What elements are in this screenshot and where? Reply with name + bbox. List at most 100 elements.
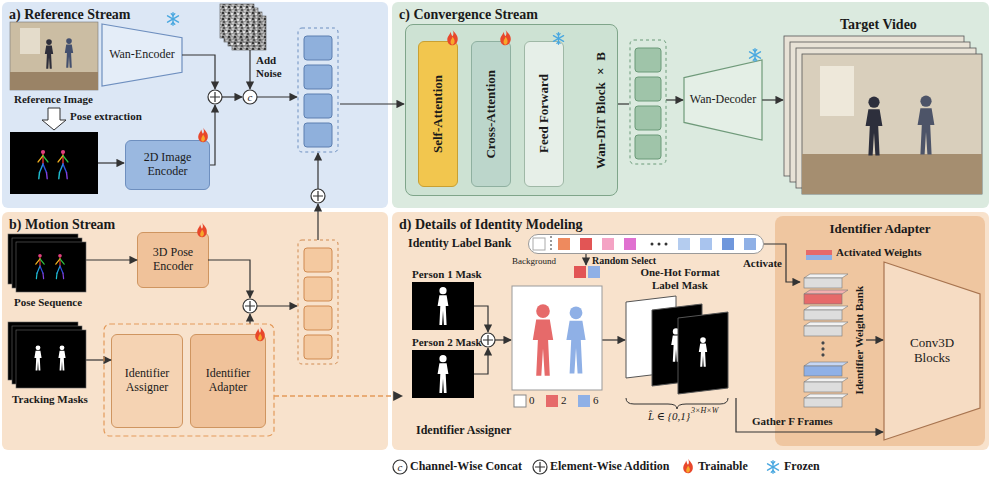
layer-pillar: Feed Forward (524, 41, 564, 187)
encoder-trapezoid-outline (102, 24, 182, 86)
addition-symbol-part (245, 301, 255, 311)
weight-bank-stack-part (804, 366, 842, 376)
status-icons-part (500, 30, 510, 46)
weight-bank-stack-part (804, 394, 848, 398)
label-bank-squares-part (678, 238, 690, 250)
flow-lines-part (585, 254, 586, 265)
label-bank-squares-part (558, 238, 570, 250)
hollow-arrow (42, 108, 66, 130)
node-text: 2D Image Encoder (130, 151, 205, 179)
conv-trapezoid: Conv3D Blocks (884, 262, 980, 440)
weight-bank-stack-part (804, 382, 842, 392)
status-icons-part (255, 327, 265, 341)
weight-bank-stack-part (804, 310, 842, 320)
weight-bank-stack (804, 274, 848, 407)
weights-caption: Activated Weights (836, 246, 922, 259)
pose-sequence (8, 234, 86, 292)
layer-pillar: Self-Attention (418, 41, 458, 187)
tracking-masks-part (58, 345, 65, 370)
target-video-part (866, 97, 883, 156)
one-hot-sheets (626, 296, 728, 409)
one-hot-sheets-part (699, 337, 707, 366)
label-mask-part (546, 395, 558, 407)
flow-lines-part (182, 55, 215, 89)
flow-lines-part (495, 339, 511, 340)
process-box: 2D Image Encoder (125, 140, 210, 190)
target-video-part (802, 54, 982, 194)
flow-lines-part (317, 204, 318, 240)
section-caption: Identifier Assigner (416, 424, 511, 438)
token-stack-green-part (635, 135, 661, 159)
reference-image-part (20, 28, 40, 54)
node-text: Wan-Decoder (690, 93, 756, 107)
label-bank-squares-part (533, 238, 545, 250)
weight-bank-stack-part (822, 342, 825, 345)
flow-lines-part (866, 339, 883, 340)
target-video-part (802, 154, 982, 194)
addition-symbol-part (208, 90, 222, 104)
addition-symbol (208, 90, 547, 474)
person-masks-part (412, 282, 474, 330)
node-text: Identifier Weight Bank (853, 286, 866, 394)
token-stack-orange (298, 240, 338, 364)
image-caption: Reference Image (14, 93, 93, 106)
node-text: Conv3D Blocks (902, 336, 962, 366)
weight-bank-stack-part (804, 398, 842, 407)
status-icons-part (168, 13, 179, 26)
status-icons-part (750, 49, 761, 62)
id-number: 6 (593, 394, 599, 407)
label-bank-squares-part (624, 238, 636, 250)
concat-symbol (243, 90, 407, 474)
pose-image-part (38, 150, 48, 179)
status-icons-part (198, 128, 208, 142)
weight-bank-stack-part (804, 378, 848, 382)
id-number: 2 (561, 394, 567, 407)
activated-weights (806, 250, 832, 260)
panel-title: d) Details of Identity Modeling (399, 217, 583, 233)
token-stack-blue-part (304, 94, 332, 118)
token-stack-orange-part (304, 306, 332, 330)
pose-image-part (10, 132, 98, 194)
conv-trapezoid-outline (884, 262, 980, 440)
concat-symbol-part (393, 460, 407, 474)
tracking-masks-part (34, 345, 41, 370)
bank-note: Background (512, 256, 556, 266)
label-bank-squares-part (551, 236, 552, 252)
decoder-trapezoid-outline (684, 60, 762, 140)
flow-lines-part (666, 99, 683, 100)
person-masks-part (412, 350, 474, 398)
flow-lines-part (736, 398, 883, 432)
process-box: Identifier Adapter (190, 334, 266, 428)
legend-text: Frozen (784, 460, 820, 474)
weight-bank-stack-part (804, 274, 848, 278)
node-text: Cross-Attention (484, 70, 499, 159)
selected-ids (574, 266, 600, 278)
flow-lines-part (257, 305, 297, 306)
weight-bank-stack-part (804, 326, 842, 336)
panel-title: a) Reference Stream (9, 7, 131, 23)
pose-sequence-part (16, 242, 86, 292)
step-label: Add Noise (256, 54, 292, 79)
weight-bank-stack-part (804, 290, 848, 294)
weight-bank-stack-part (822, 348, 825, 351)
token-stack-green (630, 40, 666, 164)
addition-symbol-part (210, 92, 220, 102)
token-stack-orange-part (298, 240, 338, 364)
token-stack-blue-part (304, 65, 332, 89)
step-label: Random Select (592, 255, 656, 267)
flow-lines-part (474, 306, 488, 332)
id-number: 0 (529, 394, 535, 407)
node-text: 3D Pose Encoder (142, 246, 204, 274)
label-mask (512, 286, 602, 407)
status-icons-part (683, 459, 693, 473)
dashed-group-part (104, 324, 274, 436)
pose-sequence-part (36, 254, 44, 279)
concat-symbol-part (243, 90, 257, 104)
concat-letter: c (248, 91, 253, 104)
process-box: Identifier Assigner (111, 334, 183, 428)
label-mask-part (533, 304, 553, 375)
addition-symbol-part (311, 189, 325, 203)
block-group: Wan-DiT Block × BSelf-AttentionCross-Att… (405, 24, 618, 196)
weight-bank-stack-part (804, 306, 848, 310)
noise-stack-part (220, 4, 254, 38)
